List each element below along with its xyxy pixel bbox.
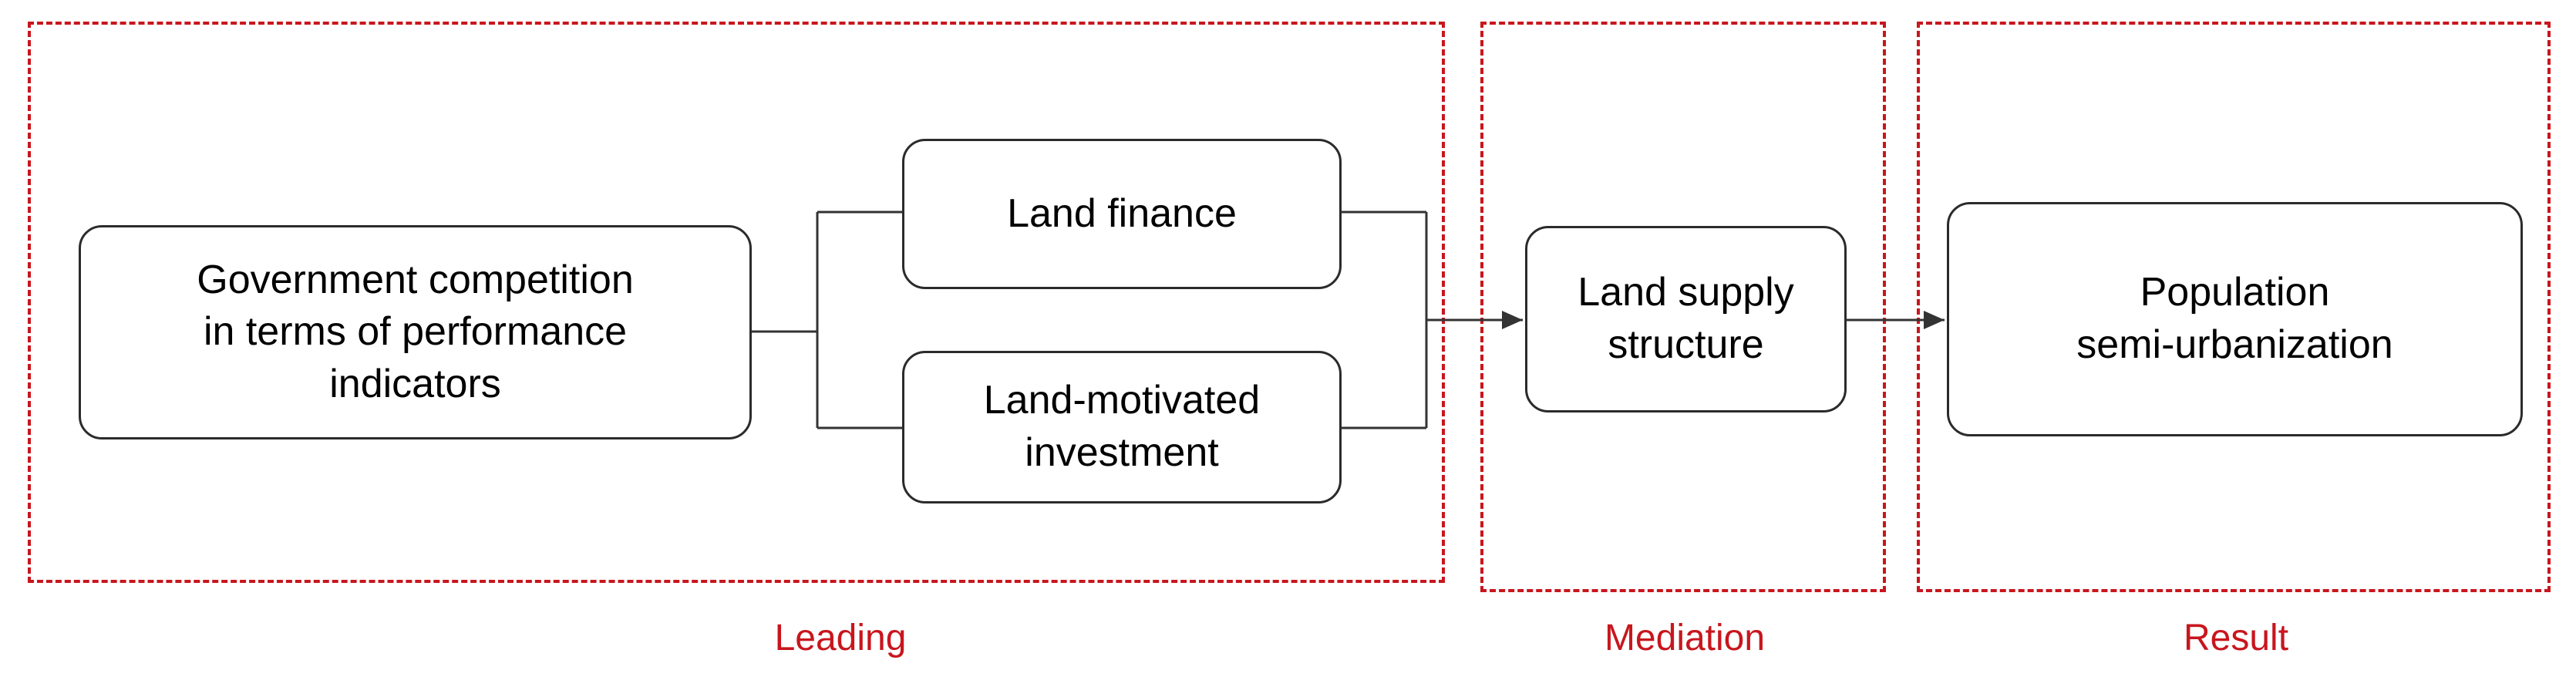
land-finance-node: Land finance	[902, 139, 1342, 289]
stage-label-result: Result	[2183, 618, 2289, 658]
leading-group	[28, 22, 1445, 583]
land-supply-structure-node: Land supply structure	[1525, 226, 1847, 413]
result-group	[1917, 22, 2551, 592]
land-motivated-investment-node: Land-motivated investment	[902, 351, 1342, 503]
stage-label-mediation: Mediation	[1604, 618, 1766, 658]
population-semi-urbanization-node: Population semi-urbanization	[1947, 202, 2523, 436]
mediation-group	[1480, 22, 1886, 592]
stage-label-leading: Leading	[774, 618, 907, 658]
government-competition-node: Government competition in terms of perfo…	[79, 225, 752, 439]
